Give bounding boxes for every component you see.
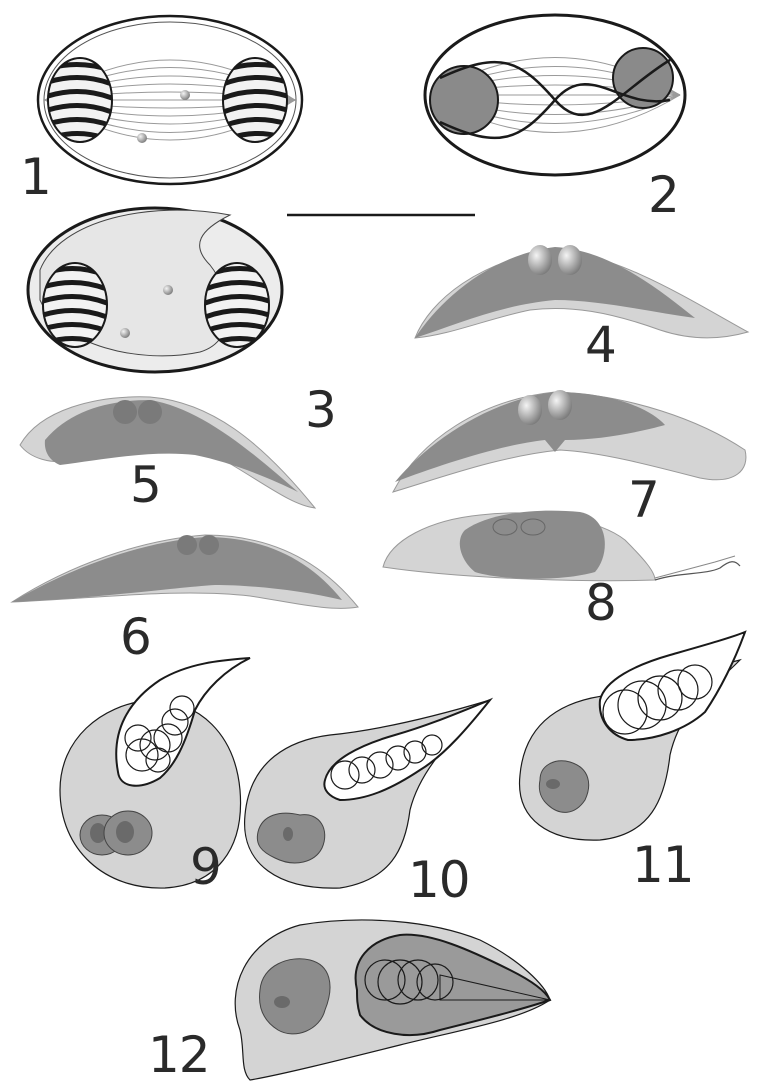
figure-label-10: 10: [408, 855, 470, 905]
figure-label-3: 3: [305, 385, 336, 435]
figure-3-cyst: [28, 208, 282, 372]
figure-label-5: 5: [130, 460, 161, 510]
figure-label-6: 6: [120, 612, 151, 662]
figure-label-4: 4: [585, 320, 616, 370]
figure-6-elongate: [12, 535, 358, 608]
figure-7-crescent: [393, 390, 746, 492]
figure-12-spore: [235, 920, 550, 1080]
figure-4-crescent: [415, 245, 748, 338]
figure-11-spore: [520, 632, 745, 840]
figure-5-crescent: [20, 397, 315, 508]
figure-label-1: 1: [20, 152, 51, 202]
figure-2-cyst-division: [425, 15, 685, 175]
figure-label-11: 11: [632, 840, 694, 890]
figure-label-8: 8: [585, 578, 616, 628]
figure-label-2: 2: [648, 170, 679, 220]
figure-1-cyst-spindle: [38, 16, 302, 184]
figure-label-9: 9: [190, 842, 221, 892]
figure-9-spore: [60, 658, 250, 888]
figure-label-7: 7: [628, 475, 659, 525]
figure-label-12: 12: [148, 1030, 210, 1080]
figure-8-flagellate: [383, 511, 740, 581]
